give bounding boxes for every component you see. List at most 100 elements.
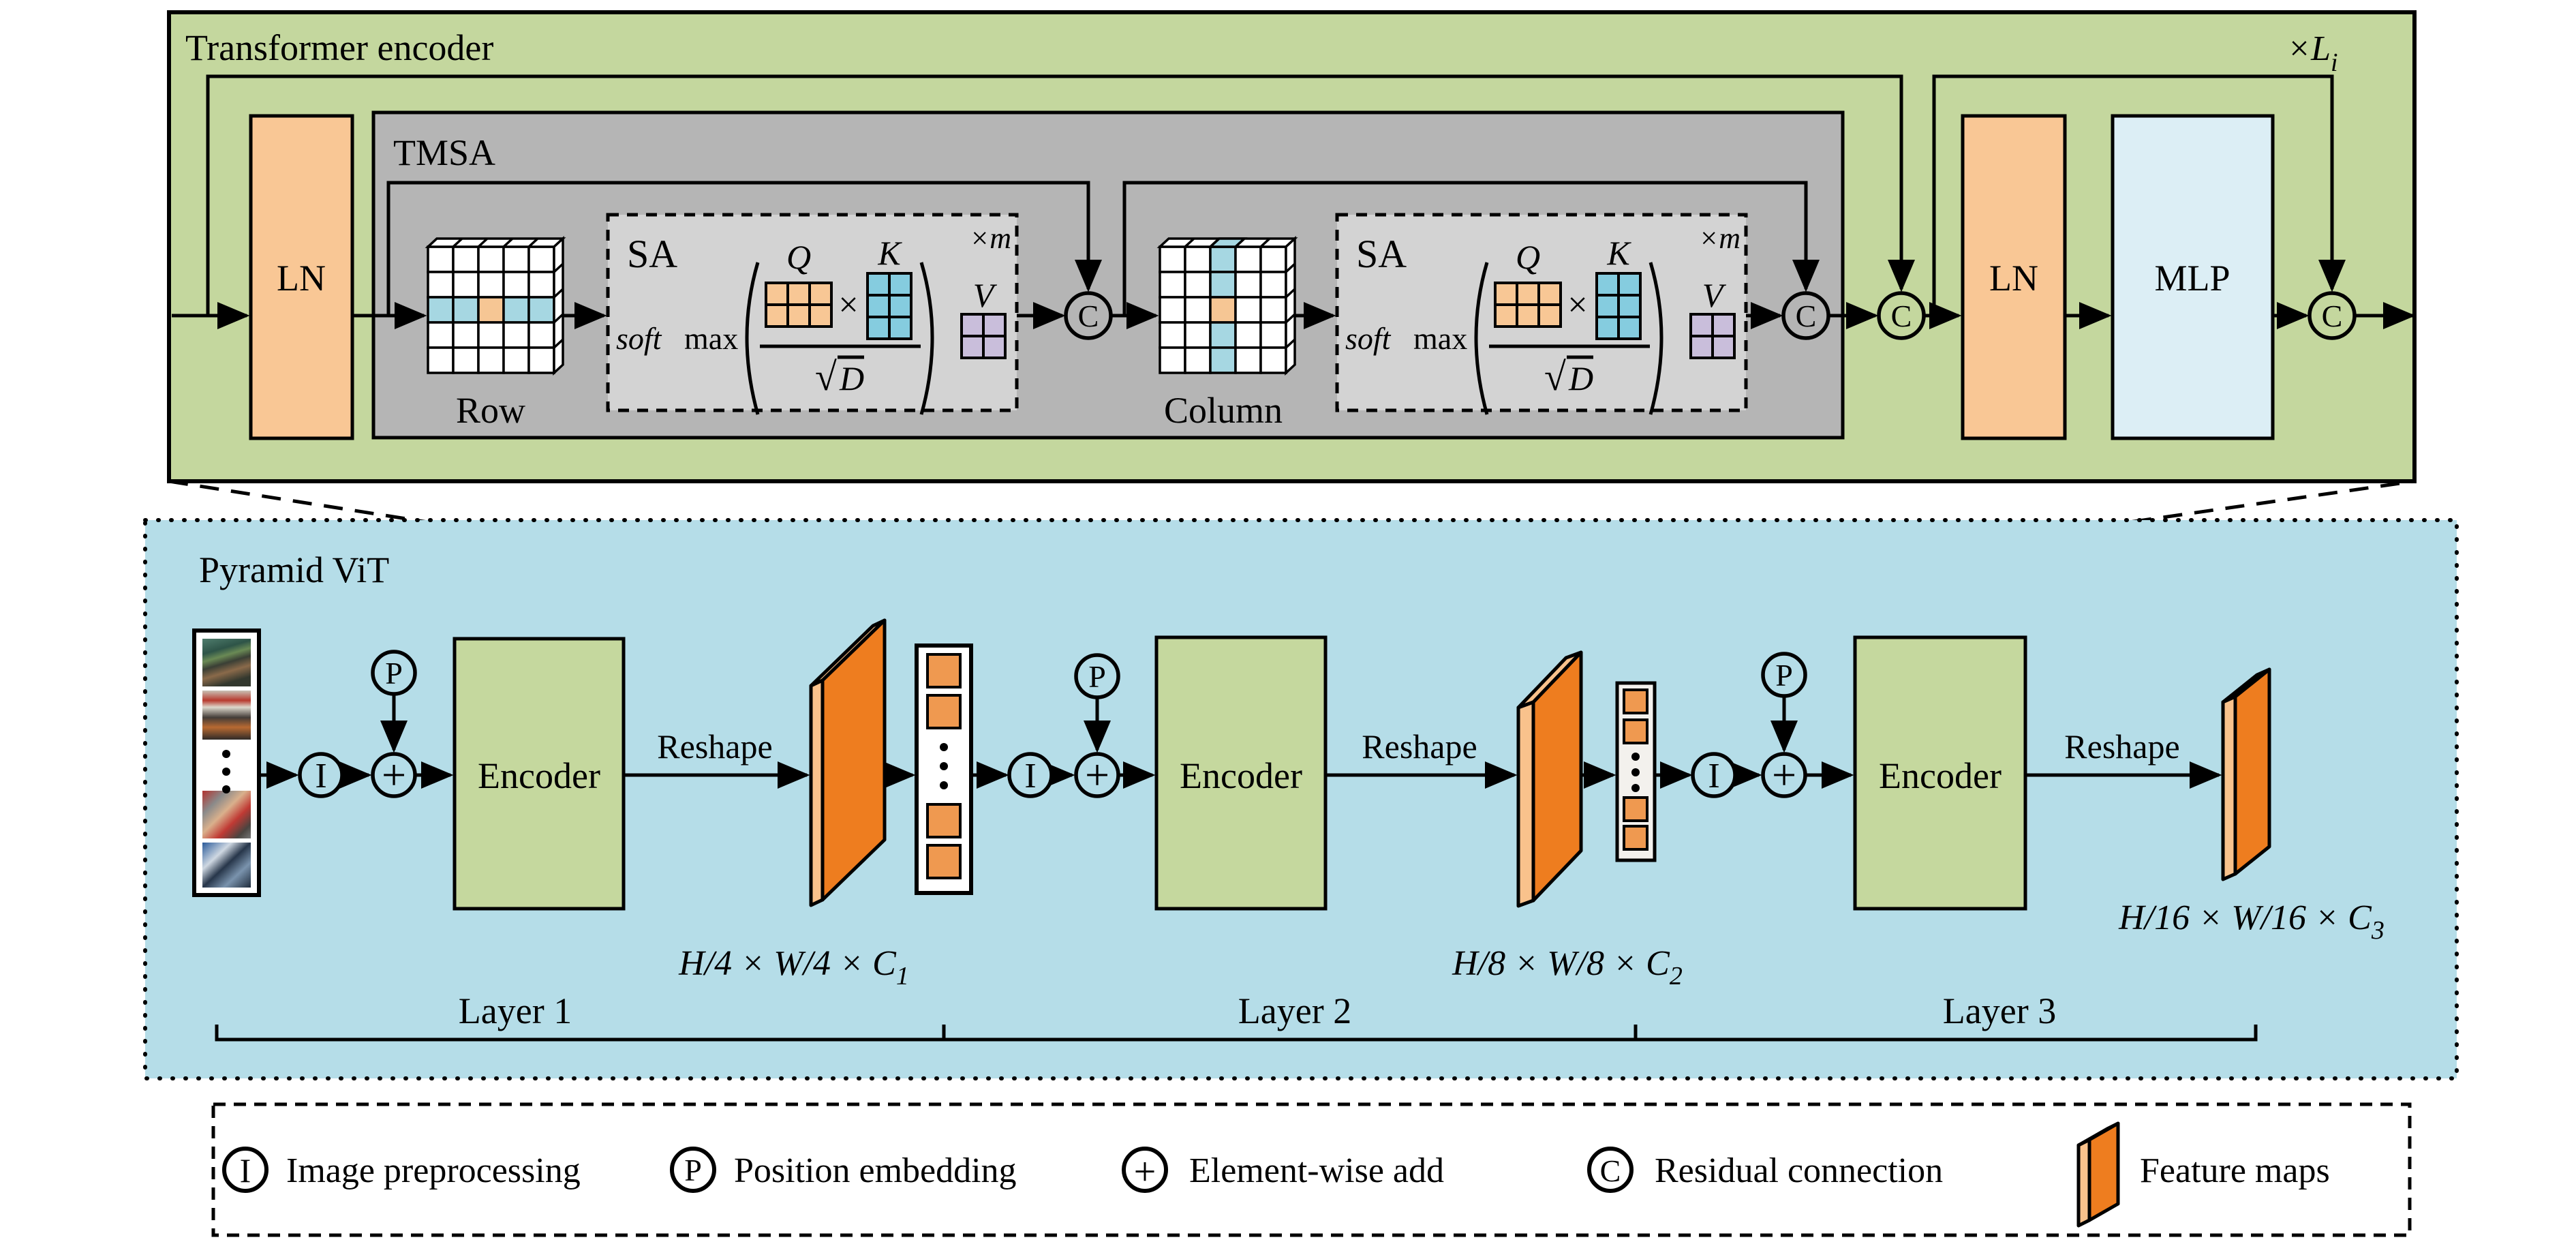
position-embedding-node-letter: P — [385, 656, 403, 691]
v-label: V — [973, 276, 998, 314]
grid-cell — [502, 245, 530, 273]
position-embedding-node: P — [1761, 652, 1807, 698]
mlp-box — [2111, 114, 2275, 440]
grid-cell — [427, 346, 455, 374]
grid-cell — [1159, 346, 1186, 374]
k-matrix — [1595, 294, 1620, 318]
row-grid-label: Row — [456, 390, 525, 431]
mlp-label: MLP — [2154, 258, 2230, 299]
grid-side-line — [1285, 338, 1296, 349]
grid-side-line — [553, 288, 564, 299]
grid-cell — [527, 271, 555, 299]
feature-map-legend-face — [2087, 1121, 2120, 1222]
q-matrix — [786, 303, 811, 328]
image-patch — [202, 639, 251, 686]
residual-connection: C — [2307, 291, 2357, 340]
grid-cell — [1159, 245, 1186, 273]
grid-cell — [1209, 245, 1237, 273]
token-square — [926, 653, 962, 688]
q-matrix — [765, 303, 789, 328]
image-patch — [202, 843, 251, 888]
tmsa-skip-line — [1122, 181, 1820, 316]
elementwise-add-node-circle — [371, 752, 417, 798]
grid-side-line — [1285, 313, 1296, 324]
ellipsis-dots — [222, 743, 1640, 793]
k-matrix — [866, 316, 891, 340]
grid-side-line — [553, 262, 564, 273]
legend-panel: I Image preprocessing P Position embeddi… — [211, 1102, 2412, 1237]
grid-cell — [1184, 245, 1212, 273]
position-embedding-node-circle — [1761, 652, 1807, 698]
k-matrix — [1617, 294, 1642, 318]
column-token-grid — [1156, 236, 1298, 376]
position-embedding-node-letter: P — [1088, 659, 1106, 694]
times-icon: × — [1567, 286, 1587, 324]
grid-top-line — [1234, 237, 1246, 248]
q-label: Q — [786, 238, 811, 276]
k-matrix — [888, 316, 913, 340]
token-square — [926, 803, 962, 838]
image-preprocess-node-circle — [1007, 752, 1054, 798]
input-image-strip — [192, 628, 261, 897]
grid-cell — [1209, 346, 1237, 374]
residual-connection-letter: C — [1891, 299, 1912, 333]
grid-cell — [452, 346, 480, 374]
grid-cell — [427, 271, 455, 299]
pyramid-title: Pyramid ViT — [199, 549, 389, 590]
preprocess-symbol: I — [240, 1151, 251, 1190]
v-matrix — [960, 335, 985, 359]
image-preprocess-node-circle — [298, 752, 344, 798]
dim-label-2: H/8 × W/8 × C2 — [1452, 944, 1683, 990]
residual-symbol: C — [1600, 1153, 1621, 1188]
residual-skip-line — [1932, 74, 2346, 316]
image-preprocess-node-letter: I — [315, 757, 326, 796]
q-matrix — [1537, 282, 1562, 306]
dim-label-3: H/16 × W/16 × C3 — [2118, 898, 2385, 945]
softmax-rest: max — [684, 321, 738, 356]
elementwise-add-node-circle — [1761, 752, 1807, 798]
heads-label: ×m — [1699, 222, 1741, 255]
grid-cell — [1234, 245, 1262, 273]
grid-cell — [452, 296, 480, 324]
token-square — [1623, 688, 1649, 714]
encoder-box-3 — [1853, 635, 2027, 911]
times-icon: × — [838, 286, 858, 324]
reshape-label-3: Reshape — [2064, 727, 2179, 766]
residual-connection-circle — [1064, 291, 1113, 340]
grid-cell — [452, 321, 480, 349]
grid-cell — [1259, 321, 1287, 349]
grid-top-line — [1209, 237, 1221, 248]
heads-label: ×m — [970, 222, 1011, 255]
grid-side-face — [553, 236, 564, 376]
grid-cell — [477, 346, 505, 374]
feature-map-3-side — [2221, 695, 2237, 881]
grid-cell — [1159, 271, 1186, 299]
grid-cell — [1184, 346, 1212, 374]
image-preprocess-node: I — [1007, 752, 1054, 798]
layer-label-3: Layer 3 — [1943, 990, 2056, 1031]
q-matrix — [1516, 282, 1540, 306]
d-label: D — [1568, 359, 1593, 397]
sa-title: SA — [627, 232, 677, 276]
grid-cell — [477, 321, 505, 349]
layer-label-2: Layer 2 — [1238, 990, 1351, 1031]
paren-left-icon — [1474, 262, 1489, 415]
k-matrix — [1595, 316, 1620, 340]
image-preprocess-node-letter: I — [1024, 757, 1036, 796]
residual-connection-circle — [2307, 291, 2357, 340]
image-preprocess-node-letter: I — [1708, 757, 1719, 796]
reshape-label-1: Reshape — [657, 727, 772, 766]
k-matrix — [1617, 316, 1642, 340]
q-matrix — [765, 282, 789, 306]
grid-top-line — [477, 237, 489, 248]
k-label: K — [1606, 234, 1631, 272]
grid-cell — [502, 271, 530, 299]
grid-cell — [1184, 296, 1212, 324]
q-matrix — [786, 282, 811, 306]
radical-icon: √ — [815, 354, 837, 399]
k-matrix — [888, 294, 913, 318]
grid-cell — [1209, 321, 1237, 349]
image-preprocess-node: I — [298, 752, 344, 798]
token-squares — [926, 653, 1649, 879]
k-matrix — [888, 272, 913, 297]
